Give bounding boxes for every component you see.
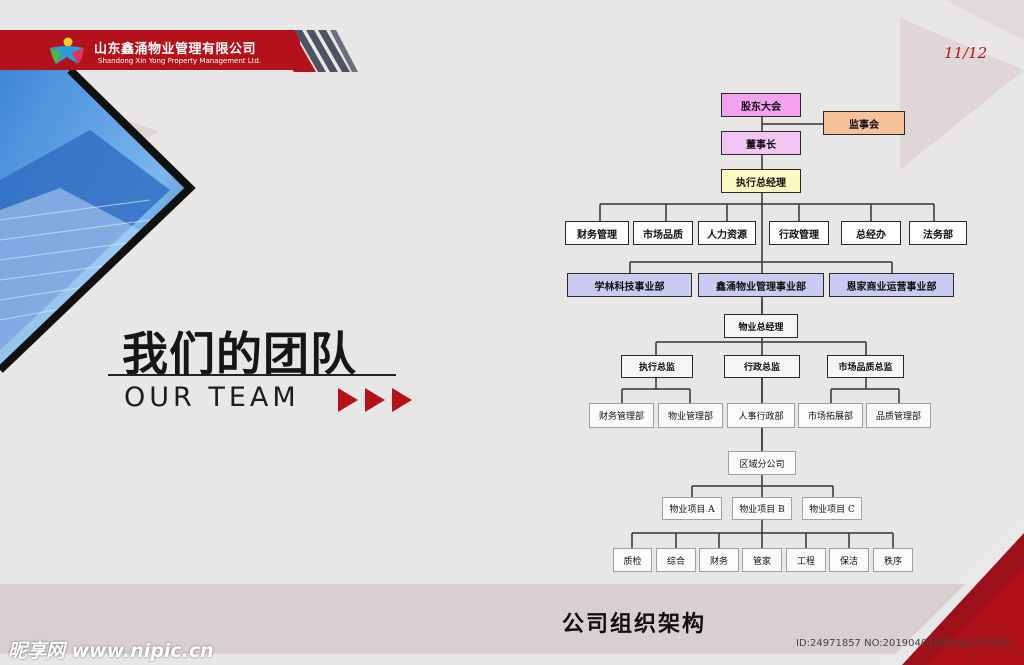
node-team: 质检	[613, 548, 652, 572]
team-title-en: OUR TEAM	[124, 382, 300, 413]
node-sub-department: 人事行政部	[727, 403, 795, 428]
watermark-site: 昵享网 www.nipic.cn	[8, 640, 214, 662]
node-project: 物业项目 C	[802, 497, 862, 520]
node-team: 财务	[699, 548, 739, 572]
company-name-cn: 山东鑫涌物业管理有限公司	[94, 42, 257, 57]
node-ceo: 执行总经理	[721, 169, 801, 193]
node-sub-department: 财务管理部	[589, 403, 654, 428]
node-team: 管家	[742, 548, 782, 572]
triple-arrow-icon	[338, 388, 412, 412]
header-stripes	[270, 30, 358, 72]
org-chart-title: 公司组织架构	[562, 612, 707, 637]
node-division: 鑫涌物业管理事业部	[698, 273, 824, 297]
node-team: 保洁	[829, 548, 869, 572]
node-regional-branch: 区域分公司	[728, 451, 796, 475]
node-property-gm: 物业总经理	[724, 314, 798, 338]
company-name-en: Shandong Xin Yong Property Management Lt…	[98, 57, 262, 65]
node-sub-department: 物业管理部	[658, 403, 723, 428]
bottom-band	[0, 584, 1024, 654]
node-project: 物业项目 A	[662, 497, 722, 520]
node-director: 市场品质总监	[827, 355, 904, 378]
header-band	[0, 30, 300, 70]
node-department: 人力资源	[698, 221, 756, 245]
node-sub-department: 品质管理部	[866, 403, 931, 428]
building-photo	[0, 70, 196, 373]
node-director: 行政总监	[724, 355, 800, 378]
node-team: 工程	[786, 548, 826, 572]
node-division: 学林科技事业部	[567, 273, 692, 297]
node-shareholders: 股东大会	[721, 93, 801, 117]
corner-decoration	[884, 525, 1024, 665]
node-division: 恩家商业运营事业部	[829, 273, 954, 297]
node-chairman: 董事长	[721, 131, 801, 155]
team-title-cn: 我们的团队	[122, 327, 357, 381]
page-number: 11/12	[944, 44, 988, 62]
node-department: 法务部	[909, 221, 967, 245]
node-sub-department: 市场拓展部	[798, 403, 863, 428]
watermark-id: ID:24971857 NO:20190401095002242086	[796, 638, 1010, 649]
node-department: 总经办	[841, 221, 901, 245]
node-supervisors: 监事会	[823, 111, 905, 135]
node-department: 行政管理	[769, 221, 829, 245]
node-department: 市场品质	[633, 221, 693, 245]
node-director: 执行总监	[621, 355, 693, 378]
node-team: 综合	[656, 548, 696, 572]
node-team: 秩序	[873, 548, 913, 572]
node-department: 财务管理	[565, 221, 629, 245]
title-divider	[108, 374, 396, 376]
node-project: 物业项目 B	[732, 497, 792, 520]
company-logo-icon	[50, 37, 84, 64]
